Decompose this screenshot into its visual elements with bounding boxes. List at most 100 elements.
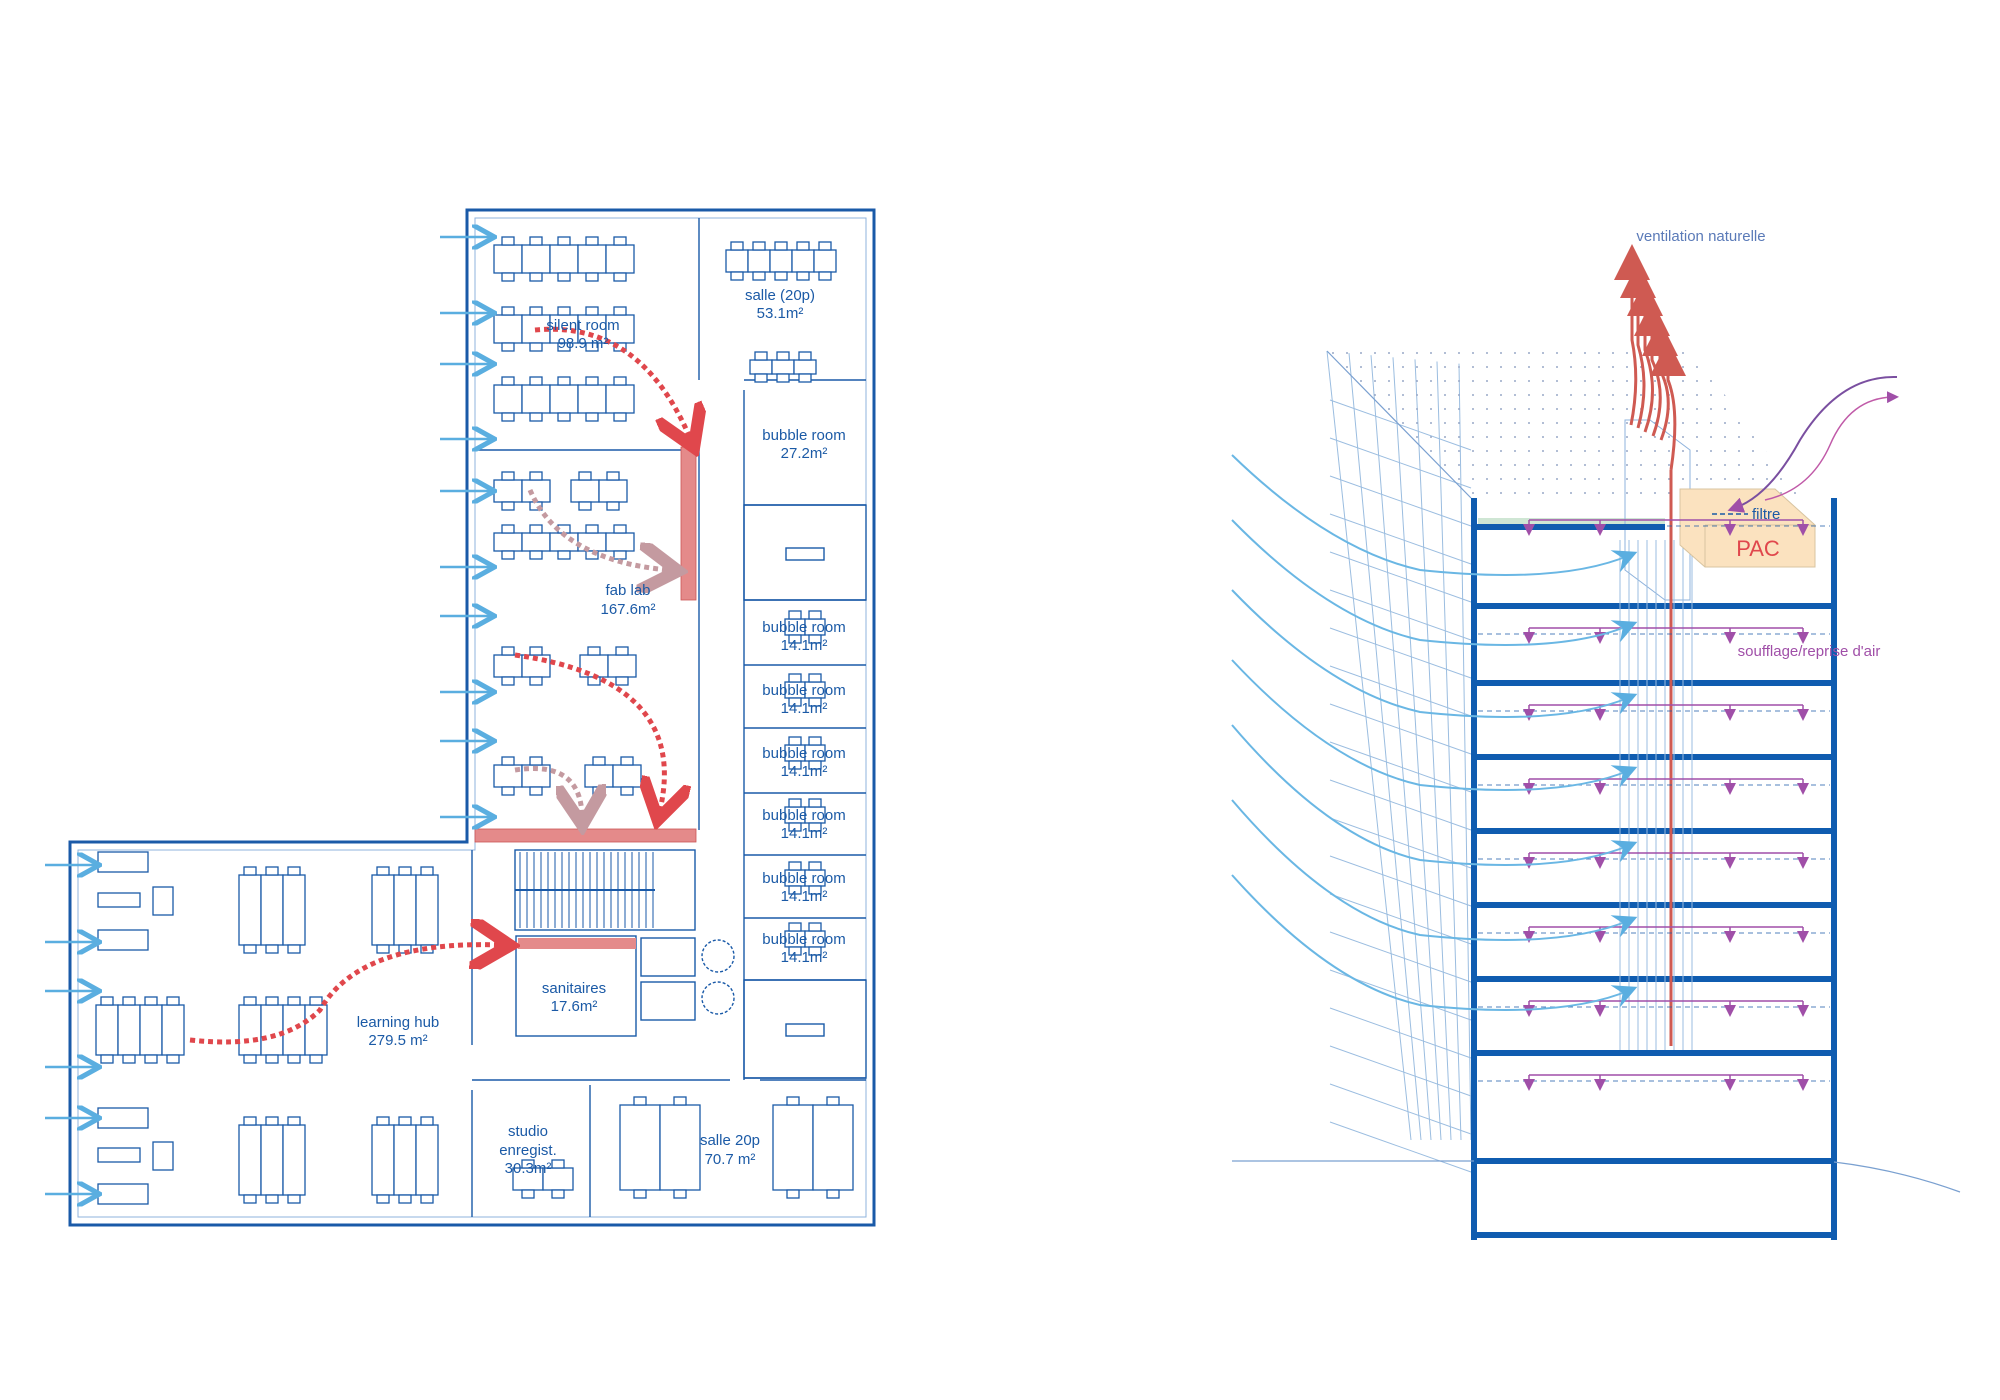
chair <box>578 471 592 481</box>
table <box>493 532 523 552</box>
chair <box>529 471 543 481</box>
chair <box>788 610 802 620</box>
table <box>584 764 614 788</box>
chair <box>673 1189 687 1199</box>
chair <box>529 550 543 560</box>
table-group <box>584 756 642 796</box>
table <box>813 249 837 273</box>
table-group <box>95 996 185 1064</box>
table <box>282 1124 306 1196</box>
chair <box>557 376 571 386</box>
chair <box>501 501 515 511</box>
chair <box>420 1194 434 1204</box>
chair <box>808 946 822 956</box>
chair <box>620 786 634 796</box>
sofa <box>97 1183 149 1205</box>
chair <box>557 550 571 560</box>
chair <box>501 646 515 656</box>
facade-transom <box>1329 931 1472 983</box>
table <box>139 1004 163 1056</box>
chair <box>754 373 768 383</box>
table <box>260 874 284 946</box>
chair <box>606 471 620 481</box>
room-area: 70.7 m² <box>705 1151 756 1168</box>
chair <box>587 646 601 656</box>
facade-transom <box>1329 893 1472 945</box>
coffee-table <box>97 892 141 908</box>
natural-air-arrows <box>1231 454 1638 1011</box>
sofa <box>97 1107 149 1129</box>
armchair <box>152 1141 174 1171</box>
chair <box>501 471 515 481</box>
chair <box>754 351 768 361</box>
room-area: 27.2m² <box>781 445 828 462</box>
chair <box>788 822 802 832</box>
table <box>393 874 417 946</box>
chair <box>585 236 599 246</box>
room-name: bubble room <box>762 427 845 444</box>
chair <box>788 736 802 746</box>
chair <box>808 634 822 644</box>
table <box>769 249 793 273</box>
table-group <box>371 866 439 954</box>
chair <box>788 798 802 808</box>
chair <box>808 798 822 808</box>
chair <box>788 922 802 932</box>
chair <box>287 866 301 876</box>
chair <box>501 306 515 316</box>
table-group <box>619 1096 701 1199</box>
chair <box>796 271 810 281</box>
table-group <box>371 1116 439 1204</box>
table-group <box>784 922 826 956</box>
table <box>238 1124 262 1196</box>
chair <box>776 373 790 383</box>
sanitaires-block <box>515 935 735 1037</box>
chair <box>620 756 634 766</box>
chair <box>501 342 515 352</box>
ventilation-section: filtre PAC ventilation naturelle souffla… <box>1231 228 1961 1240</box>
exhaust-arrows <box>1614 244 1686 1046</box>
table <box>577 532 607 552</box>
chair <box>786 1096 800 1106</box>
chair <box>808 922 822 932</box>
filter-label: filtre <box>1752 506 1780 523</box>
table <box>579 654 609 678</box>
table-group <box>493 756 551 796</box>
chair <box>808 736 822 746</box>
chair <box>265 1194 279 1204</box>
facade-transom <box>1329 817 1472 869</box>
chair <box>585 272 599 282</box>
chair <box>529 272 543 282</box>
chair <box>122 1054 136 1064</box>
chair <box>529 646 543 656</box>
armchair <box>152 886 174 916</box>
chair <box>243 1116 257 1126</box>
chair <box>730 271 744 281</box>
supply-ducts <box>1478 519 1830 1091</box>
room-name: bubble room <box>762 807 845 824</box>
room-name: fab lab <box>605 582 650 599</box>
chair <box>613 524 627 534</box>
chair <box>808 822 822 832</box>
chair <box>529 306 543 316</box>
furniture <box>95 236 854 1205</box>
room-name: bubble room <box>762 745 845 762</box>
chair <box>265 996 279 1006</box>
facade-transom <box>1329 513 1472 565</box>
chair <box>776 351 790 361</box>
pac-label: PAC <box>1736 536 1780 561</box>
chair <box>287 944 301 954</box>
table <box>747 249 771 273</box>
chair <box>633 1096 647 1106</box>
chair <box>774 241 788 251</box>
table <box>521 532 551 552</box>
chair <box>585 412 599 422</box>
chair <box>808 760 822 770</box>
table <box>605 532 635 552</box>
chair <box>557 412 571 422</box>
room-name-line2: enregist. <box>499 1142 557 1159</box>
table-group <box>784 736 826 770</box>
chair <box>166 996 180 1006</box>
table-group <box>772 1096 854 1199</box>
room-area: 14.1m² <box>781 637 828 654</box>
